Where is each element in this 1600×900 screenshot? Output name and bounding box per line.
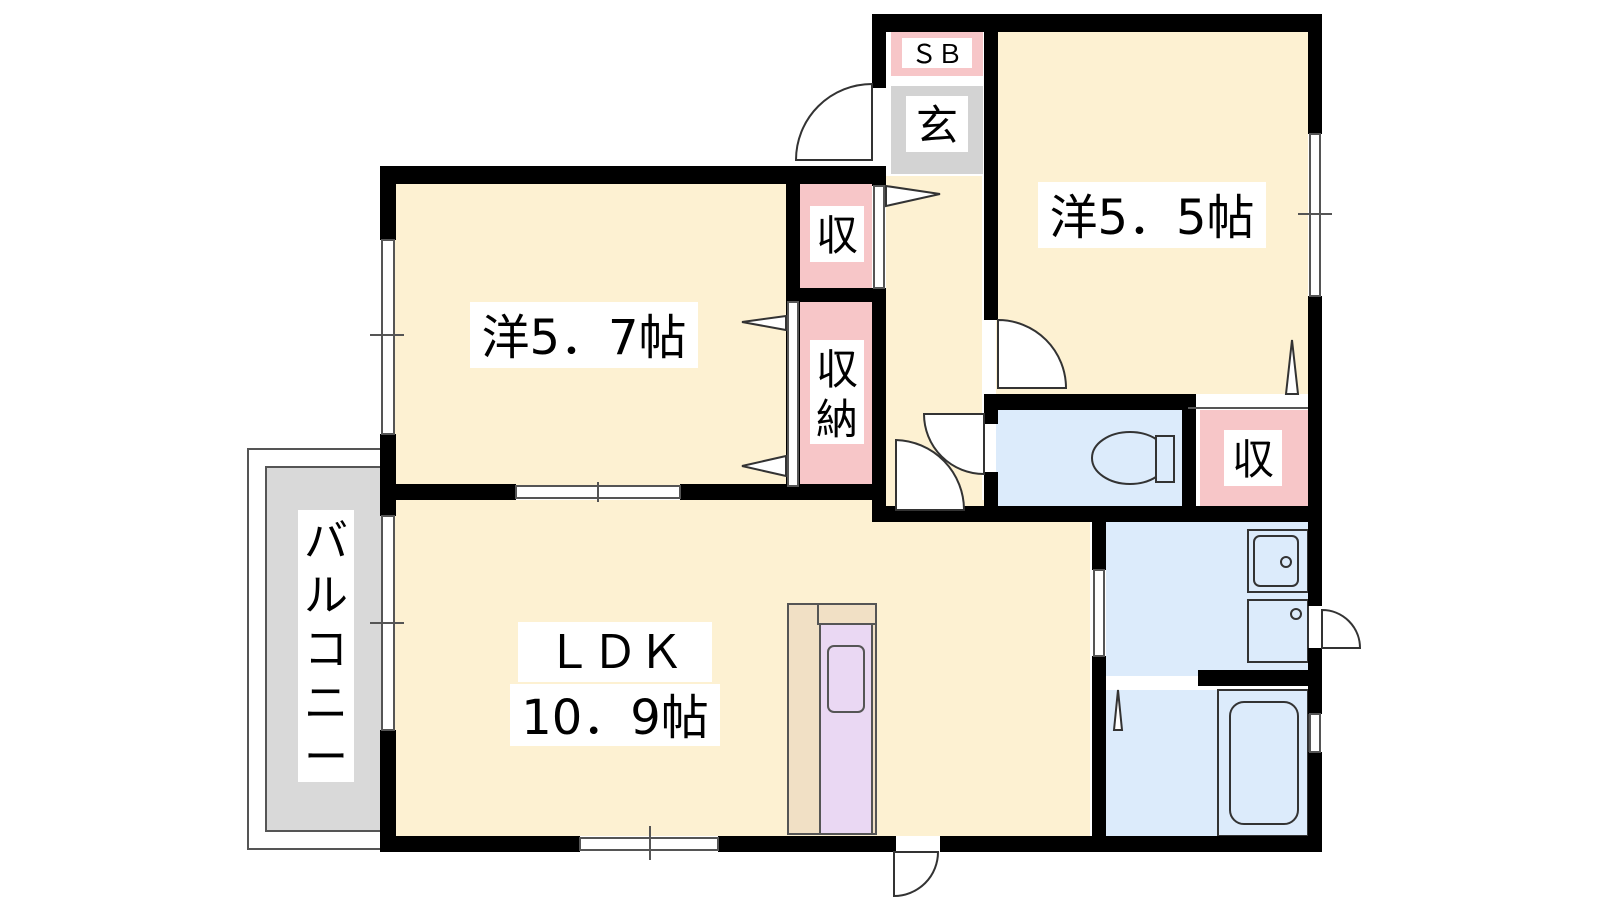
- kitchen-counter: [787, 603, 877, 835]
- doors: [794, 82, 1362, 898]
- toilet-icon: [1091, 431, 1175, 485]
- door-right-room: [997, 318, 1068, 389]
- label-storage-mid-2: 納: [816, 395, 858, 444]
- door-ldk-hall: [895, 438, 966, 511]
- label-storage-top: 収: [816, 211, 858, 260]
- label-storage-mid-1: 収: [816, 345, 858, 394]
- door-front: [794, 82, 873, 161]
- door-ldk-bottom: [893, 851, 940, 898]
- room-ldk: [390, 500, 1090, 836]
- door-toilet: [922, 413, 985, 476]
- balcony: バ ル コ ニ ー: [247, 448, 383, 850]
- balcony-char-4: ニ: [304, 678, 348, 729]
- door-wash: [1321, 608, 1362, 649]
- room-labels: 洋5．5帖 洋5．7帖 ＬＤＫ 10．9帖 玄 ＳＢ 収 収 納 収: [470, 38, 1282, 746]
- door-markers: [741, 184, 1300, 731]
- label-western-left: 洋5．7帖: [481, 310, 686, 366]
- washbasin-icon: [1247, 529, 1309, 663]
- label-western-right: 洋5．5帖: [1049, 190, 1254, 246]
- label-ldk-size: 10．9帖: [521, 690, 709, 746]
- bathtub-icon: [1217, 689, 1309, 837]
- kitchen-sink-icon: [827, 645, 865, 713]
- balcony-char-1: バ: [304, 516, 348, 567]
- label-entrance: 玄: [916, 101, 958, 150]
- window-bath: [1309, 713, 1321, 753]
- label-ldk: ＬＤＫ: [546, 625, 684, 679]
- balcony-char-2: ル: [304, 570, 348, 621]
- sliding-door-wash: [1093, 569, 1105, 657]
- balcony-char-5: ー: [304, 732, 348, 783]
- label-storage-right: 収: [1232, 435, 1274, 484]
- walls: [380, 14, 1322, 852]
- balcony-char-3: コ: [304, 624, 348, 675]
- storage-door-top: [873, 185, 885, 289]
- storage-door-mid: [787, 301, 799, 487]
- label-shoe-box: ＳＢ: [911, 40, 963, 70]
- room-fills: [390, 30, 1308, 836]
- window-left-room: [381, 239, 395, 435]
